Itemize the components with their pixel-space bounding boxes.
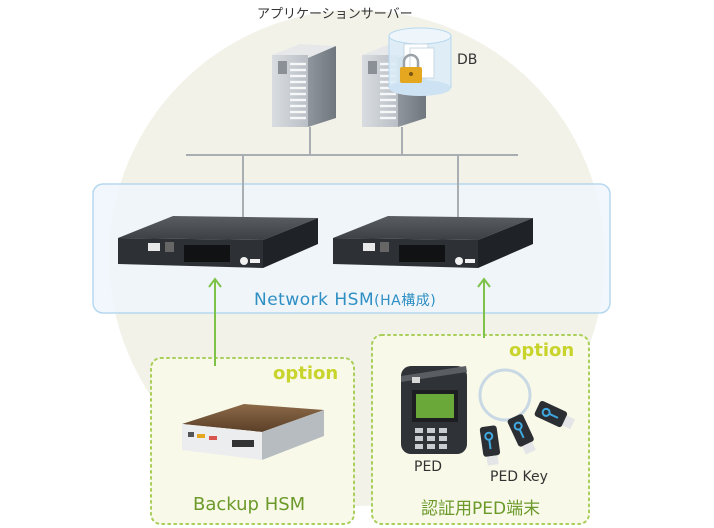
application-server-1-icon (272, 44, 336, 127)
lock-icon (400, 53, 422, 83)
network-hsm-2-icon (333, 216, 533, 268)
backup-option-tag: option (273, 363, 339, 384)
network-hsm-sub: (HA構成) (374, 293, 437, 309)
network-lines (186, 127, 518, 222)
network-hsm-label: Network HSM(HA構成) (254, 290, 436, 310)
backup-hsm-label: Backup HSM (193, 494, 306, 515)
ped-arrow (477, 277, 491, 338)
backup-arrow (208, 277, 222, 366)
network-hsm-name: Network HSM (254, 290, 375, 310)
ped-key-label: PED Key (490, 469, 548, 485)
database-icon (388, 27, 452, 96)
ped-group-label: 認証用PED端末 (421, 499, 541, 519)
db-label: DB (457, 52, 478, 68)
app-server-title: アプリケーションサーバー (257, 7, 413, 22)
ped-key-icon (478, 368, 575, 466)
backup-hsm-icon (182, 404, 324, 460)
ped-label: PED (414, 459, 443, 475)
network-hsm-1-icon (118, 216, 318, 268)
ped-option-tag: option (509, 340, 575, 361)
ped-device-icon (401, 366, 467, 454)
